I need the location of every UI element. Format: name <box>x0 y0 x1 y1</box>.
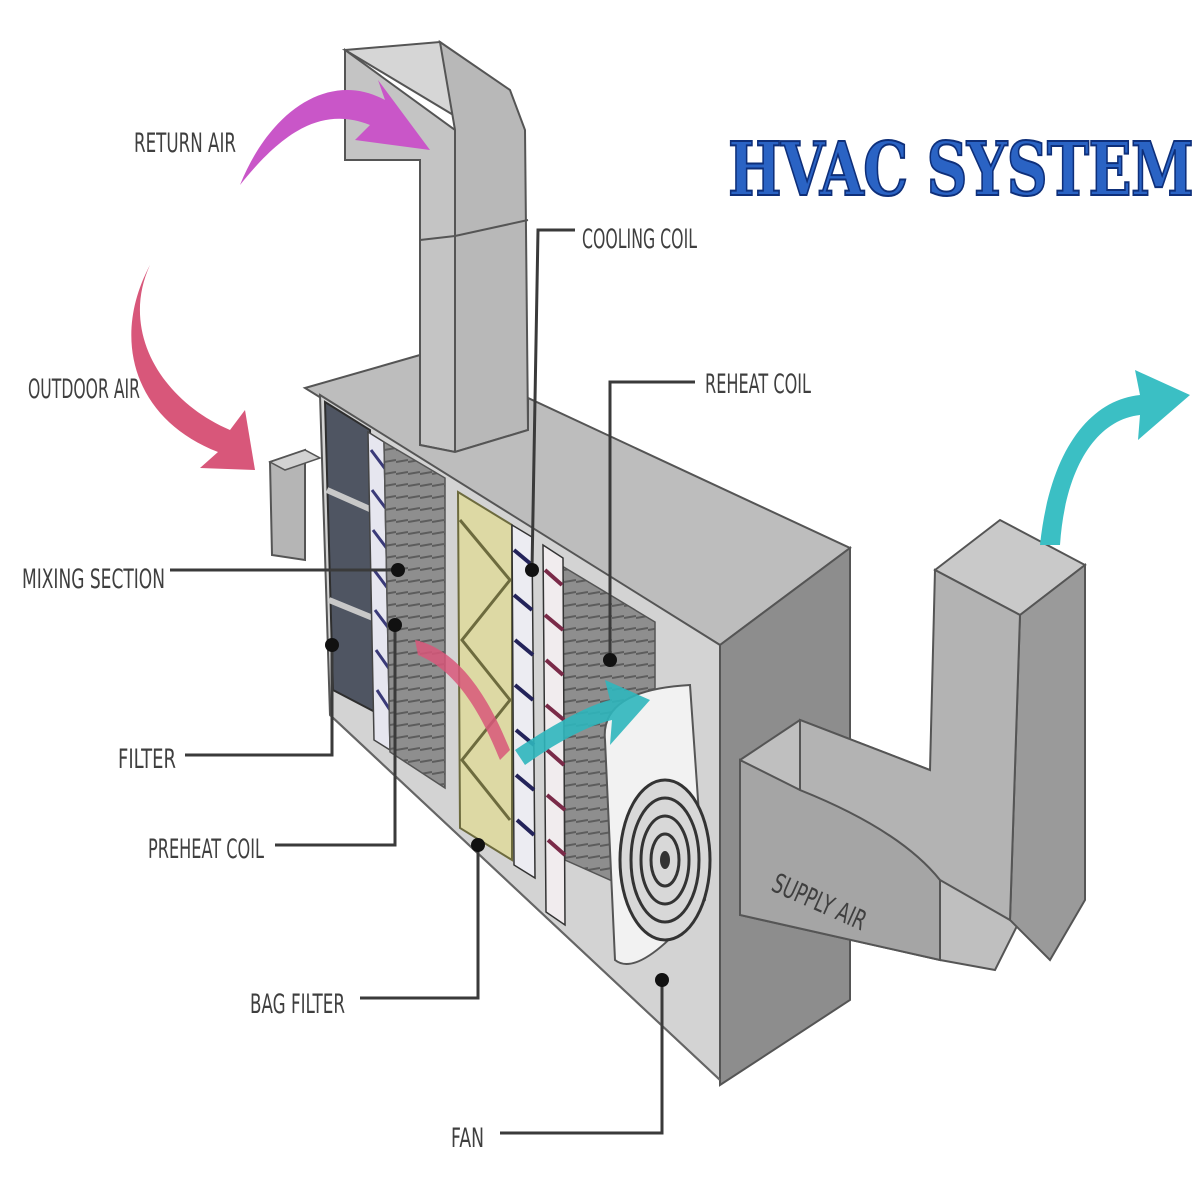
label-filter: FILTER <box>118 744 176 775</box>
label-preheat-coil: PREHEAT COIL <box>148 834 264 865</box>
label-outdoor-air: OUTDOOR AIR <box>28 374 140 405</box>
label-reheat-coil: REHEAT COIL <box>705 369 811 400</box>
leader-lines <box>170 228 695 1135</box>
label-cooling-coil: COOLING COIL <box>582 224 697 255</box>
supply-air-duct <box>739 518 1087 972</box>
cooling-coil <box>511 523 536 880</box>
internal-flow-arrow-red <box>415 640 510 760</box>
title: HVAC SYSTEM <box>728 127 1193 213</box>
label-return-air: RETURN AIR <box>134 128 236 159</box>
bag-filter <box>456 490 513 862</box>
internal-flow-arrow-teal <box>515 680 650 765</box>
label-fan: FAN <box>451 1123 484 1154</box>
label-mixing-section: MIXING SECTION <box>22 564 165 595</box>
supply-air-arrow <box>1040 370 1190 545</box>
outdoor-air-arrow <box>131 265 255 470</box>
return-air-duct <box>341 39 530 454</box>
return-air-arrow <box>240 80 430 185</box>
grille-section-1 <box>383 440 446 790</box>
label-bag-filter: BAG FILTER <box>250 989 345 1020</box>
fan <box>603 683 712 965</box>
